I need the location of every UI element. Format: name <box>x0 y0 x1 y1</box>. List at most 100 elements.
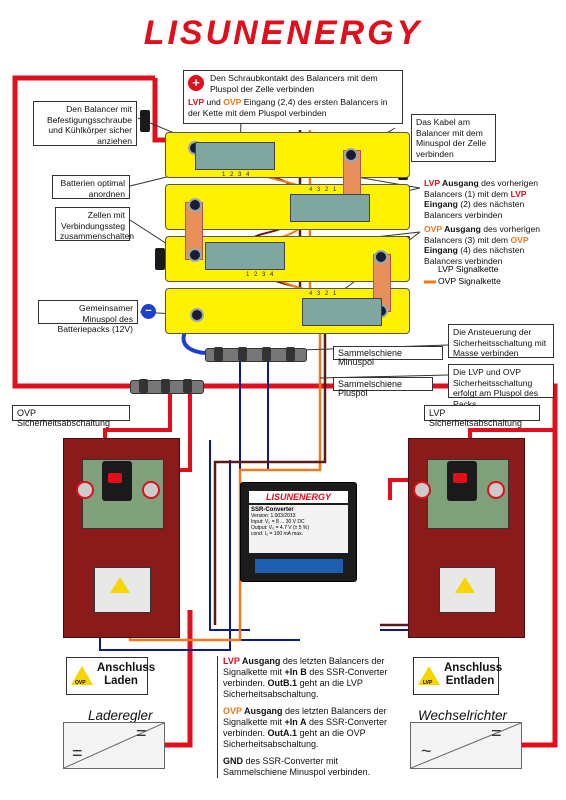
callout-plus-contact: + Den Schraubkontakt des Balancers mit d… <box>183 70 403 124</box>
plus-wire-charger <box>162 610 193 748</box>
instruction-lvp: LVP Ausgang des letzten Balancers der Si… <box>223 656 401 700</box>
inverter-label: Wechselrichter <box>418 708 508 723</box>
ovp-label: OVP <box>223 97 242 107</box>
busbar-plus-screw <box>183 379 192 393</box>
busbar-minus-screw <box>214 347 223 361</box>
lvp-out-ausgang: Ausgang <box>439 178 479 188</box>
label-busbar-plus: Sammelschiene Pluspol <box>333 377 433 398</box>
converter-title: SSR-Converter <box>251 507 294 513</box>
balancer-3: 1 2 3 4 <box>205 242 285 278</box>
converter-input: Input: V₀ = 8 ... 30 V DC <box>251 519 305 525</box>
balancer-4-pin-1: 1 <box>333 291 337 297</box>
plus-icon: + <box>188 75 204 91</box>
instructions: LVP Ausgang des letzten Balancers der Si… <box>217 656 401 778</box>
callout-battery-arrange: Batterien optimal anordnen <box>52 175 130 199</box>
ovp-indicator-led <box>108 473 122 483</box>
ovp-out-tag: OVP <box>424 224 442 234</box>
busbar-plus-screw <box>161 379 170 393</box>
terminal-1-minus <box>344 148 358 162</box>
lvp-terminal <box>413 481 431 499</box>
legend-ovp: OVP Signalkette <box>438 276 501 286</box>
plug-icon-left <box>155 248 165 270</box>
label-busbar-minus: Sammelschiene Minuspol <box>333 346 443 367</box>
minus-icon: − <box>141 304 156 319</box>
balancer-2: 4 3 2 1 <box>290 187 370 222</box>
instr-ovp-text-2: des SSR-Converter verbinden. <box>223 717 387 738</box>
charger-label: Laderegler <box>88 708 153 723</box>
plus-wire-lvp-out <box>388 478 410 500</box>
sign-discharge-text: Anschluss Entladen <box>444 662 503 687</box>
dc-symbol: = <box>136 723 147 743</box>
sign-charge: OVP Anschluss Laden <box>66 657 155 695</box>
balancer-4-pin-3: 3 <box>317 291 321 297</box>
ovp-in-eingang: Eingang <box>424 245 458 255</box>
balancer-3-pin-4: 4 <box>270 272 274 278</box>
ovp-warning-icon <box>71 666 93 685</box>
converter-output: Output: V₀ = 4.7 V (± 5 %) <box>251 525 310 531</box>
busbar-minus-screw <box>286 347 295 361</box>
balancer-1-pin-1: 1 <box>222 172 226 178</box>
warning-icon <box>110 577 130 593</box>
balancer-3-pin-2: 2 <box>254 272 258 278</box>
callout-plus-contact-text: Den Schraubkontakt des Balancers mit dem… <box>210 73 378 94</box>
callout-safety-plus: Die LVP und OVP Sicherheitsschaltung erf… <box>448 364 554 409</box>
callout-lvp-output: LVP Ausgang des vorherigen Balancers (1)… <box>424 178 552 220</box>
converter-brand: LISUNENERGY <box>249 491 348 503</box>
instr-lvp-text-3: geht an die LVP Sicherheitsabschaltung. <box>223 678 363 699</box>
busbar-minus-screw <box>238 347 247 361</box>
ssr-converter: LISUNENERGY SSR-Converter Version: 1.003… <box>240 482 357 582</box>
balancer-3-pin-1: 1 <box>246 272 250 278</box>
ovp-terminal <box>76 481 94 499</box>
instruction-ovp: OVP Ausgang des letzten Balancers der Si… <box>223 706 401 750</box>
instr-lvp-tag: LVP <box>223 656 240 666</box>
ovp-out-text: des vorherigen Balancers (3) mit dem <box>424 224 541 245</box>
terminal-2-plus <box>188 198 202 212</box>
ac-symbol: ~ <box>421 741 432 761</box>
ovp-out-ausgang: Ausgang <box>442 224 481 234</box>
busbar-plus-screw <box>139 379 148 393</box>
instr-gnd-tag: GND <box>223 756 243 766</box>
callout-chain: LVP Ausgang des vorherigen Balancers (1)… <box>420 176 556 276</box>
lvp-ovp-input-text: Eingang (2,4) des ersten Balancers in de… <box>188 97 388 118</box>
ovp-in-tag: OVP <box>510 234 529 245</box>
balancer-1-pin-3: 3 <box>238 172 242 178</box>
callout-ovp-output: OVP Ausgang des vorherigen Balancers (3)… <box>424 224 552 266</box>
lvp-terminal <box>487 481 505 499</box>
balancer-3-pin-3: 3 <box>262 272 266 278</box>
converter-terminal-block <box>255 559 343 573</box>
instr-lvp-text-2: des SSR-Converter verbinden. <box>223 667 388 688</box>
legend-lvp: LVP Signalkette <box>438 264 499 274</box>
terminal-4-minus <box>190 308 204 322</box>
busbar-minus-screw <box>262 347 271 361</box>
lvp-out-tag: LVP <box>424 178 440 188</box>
balancer-1-pin-4: 4 <box>246 172 250 178</box>
callout-balancer-mount: Den Balancer mit Befestigungsschraube un… <box>33 101 137 146</box>
balancer-2-pin-2: 2 <box>325 187 329 193</box>
instruction-gnd: GND des SSR-Converter mit Sammelschiene … <box>223 756 401 778</box>
callout-cable-minus: Das Kabel am Balancer mit dem Minuspol d… <box>411 114 496 162</box>
screw-icon <box>140 110 150 132</box>
lvp-in-tag: LVP <box>510 188 527 199</box>
balancer-4-pin-2: 2 <box>325 291 329 297</box>
instr-lvp-ausgang: Ausgang <box>239 656 281 666</box>
lvp-in-eingang: Eingang <box>424 199 458 209</box>
terminal-3-plus <box>188 248 202 262</box>
instr-ovp-ausgang: Ausgang <box>241 706 283 716</box>
balancer-4: 4 3 2 1 <box>302 291 382 326</box>
instr-ovp-text-3: geht an die OVP Sicherheitsabschaltung. <box>223 728 366 749</box>
dc-symbol: = <box>72 743 83 763</box>
ovp-warning-text: OVP <box>75 680 86 686</box>
ovp-safety-panel <box>63 438 180 638</box>
label-ovp-panel: OVP Sicherheitsabschaltung <box>12 405 130 428</box>
inverter-device: ~ = <box>410 722 522 769</box>
lvp-safety-panel <box>408 438 525 638</box>
lvp-label: LVP <box>188 97 205 107</box>
ovp-terminal <box>142 481 160 499</box>
balancer-2-pin-3: 3 <box>317 187 321 193</box>
instr-ovp-tag: OVP <box>223 706 242 716</box>
ovp-out-text-2: (4) des nächsten Balancers verbinden <box>424 245 525 266</box>
instr-out-a1: OutA.1 <box>267 728 298 738</box>
lvp-out-text: des vorherigen Balancers (1) mit dem <box>424 178 539 199</box>
converter-version: Version: 1.003/2013 <box>251 513 296 519</box>
converter-label: SSR-Converter Version: 1.003/2013 Input:… <box>249 505 348 553</box>
